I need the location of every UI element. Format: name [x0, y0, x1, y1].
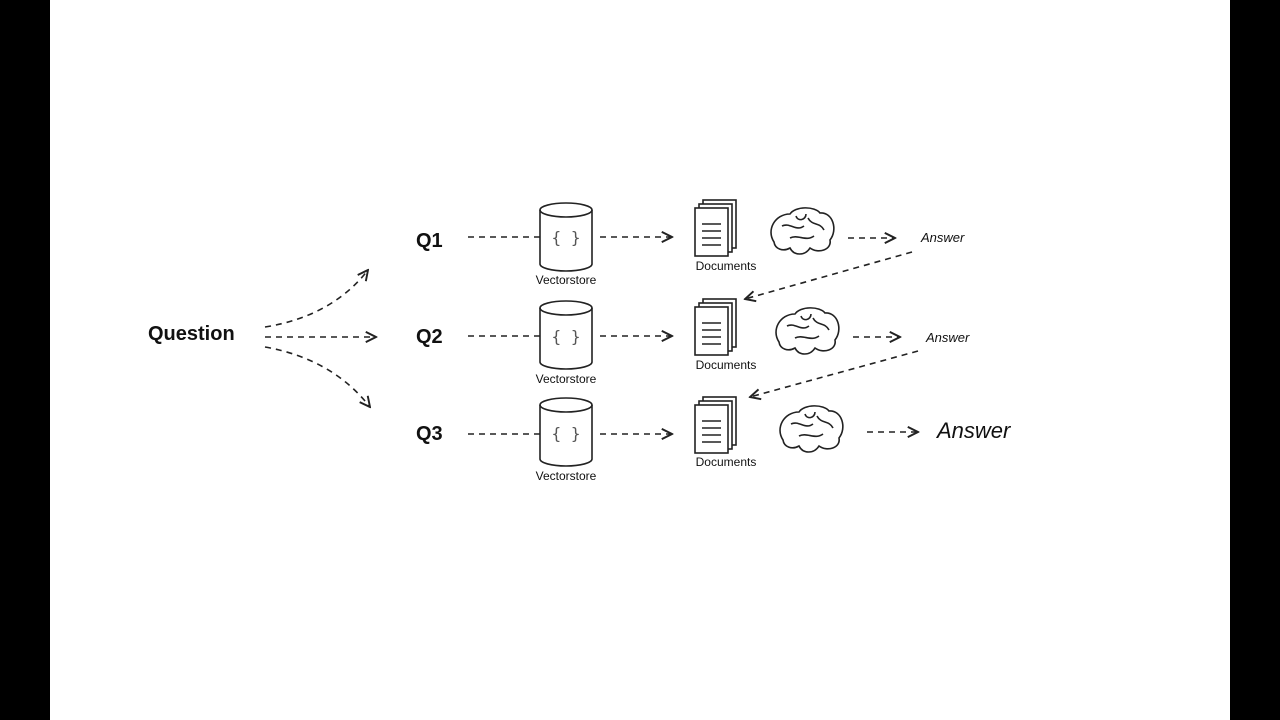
brain-1-icon: [770, 207, 835, 255]
q2-label: Q2: [416, 326, 443, 348]
final-answer-label: Answer: [935, 418, 1012, 443]
question-label: Question: [148, 323, 235, 345]
arrow-question-q1: [264, 270, 368, 328]
brain-2-icon: [775, 307, 840, 355]
q3-label: Q3: [416, 423, 443, 445]
left-letterbox: [0, 0, 50, 720]
answer-2-label: Answer: [925, 330, 970, 345]
vectorstore-2-label: Vectorstore: [536, 372, 597, 386]
vectorstore-1-label: Vectorstore: [536, 273, 597, 287]
documents-1-icon: [694, 199, 737, 257]
row-q1: Q1 { } Vectorstore Documents Answer: [416, 199, 965, 299]
documents-3-icon: [694, 396, 737, 454]
vectorstore-2-braces: { }: [552, 327, 581, 346]
answer-1-label: Answer: [920, 230, 965, 245]
diagram-canvas: [50, 0, 1230, 720]
right-letterbox: [1230, 0, 1280, 720]
documents-2-label: Documents: [696, 358, 757, 372]
documents-2-icon: [694, 298, 737, 356]
documents-1-label: Documents: [696, 259, 757, 273]
vectorstore-3-braces: { }: [552, 424, 581, 443]
vectorstore-1-braces: { }: [552, 228, 581, 247]
documents-3-label: Documents: [696, 455, 757, 469]
q1-label: Q1: [416, 230, 443, 252]
brain-3-icon: [779, 405, 844, 453]
row-q3: Q3 { } Vectorstore Documents Answer: [416, 396, 1012, 483]
vectorstore-3-icon: { }: [539, 397, 593, 467]
arrow-answer2-docs3: [750, 350, 919, 397]
arrow-answer1-docs2: [745, 251, 913, 299]
arrow-question-q3: [264, 346, 370, 407]
vectorstore-2-icon: { }: [539, 300, 593, 370]
vectorstore-3-label: Vectorstore: [536, 469, 597, 483]
vectorstore-1-icon: { }: [539, 202, 593, 272]
row-q2: Q2 { } Vectorstore Documents Answer: [416, 298, 970, 397]
